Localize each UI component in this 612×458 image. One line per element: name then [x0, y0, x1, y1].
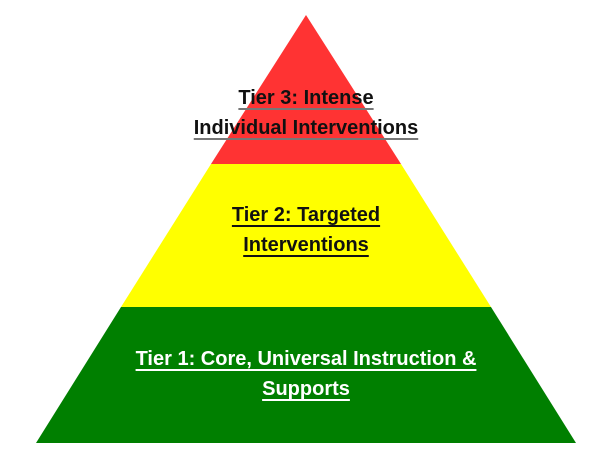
tier1-line1: Tier 1: Core, Universal Instruction & [135, 348, 477, 370]
tier2-line1: Tier 2: Targeted [231, 204, 381, 226]
tier2-shape [121, 164, 491, 307]
tier3-line2: Individual Interventions [193, 117, 419, 139]
tier3-line1: Tier 3: Intense [238, 87, 374, 109]
tier2-line2: Interventions [243, 234, 369, 256]
tier2-label: Tier 2: Targeted Interventions [0, 200, 612, 260]
tier3-shape [211, 15, 401, 164]
tier1-shape [36, 307, 576, 443]
tier1-label: Tier 1: Core, Universal Instruction & Su… [0, 344, 612, 404]
tier3-label: Tier 3: Intense Individual Interventions [0, 83, 612, 143]
tier1-line2: Supports [262, 378, 350, 400]
